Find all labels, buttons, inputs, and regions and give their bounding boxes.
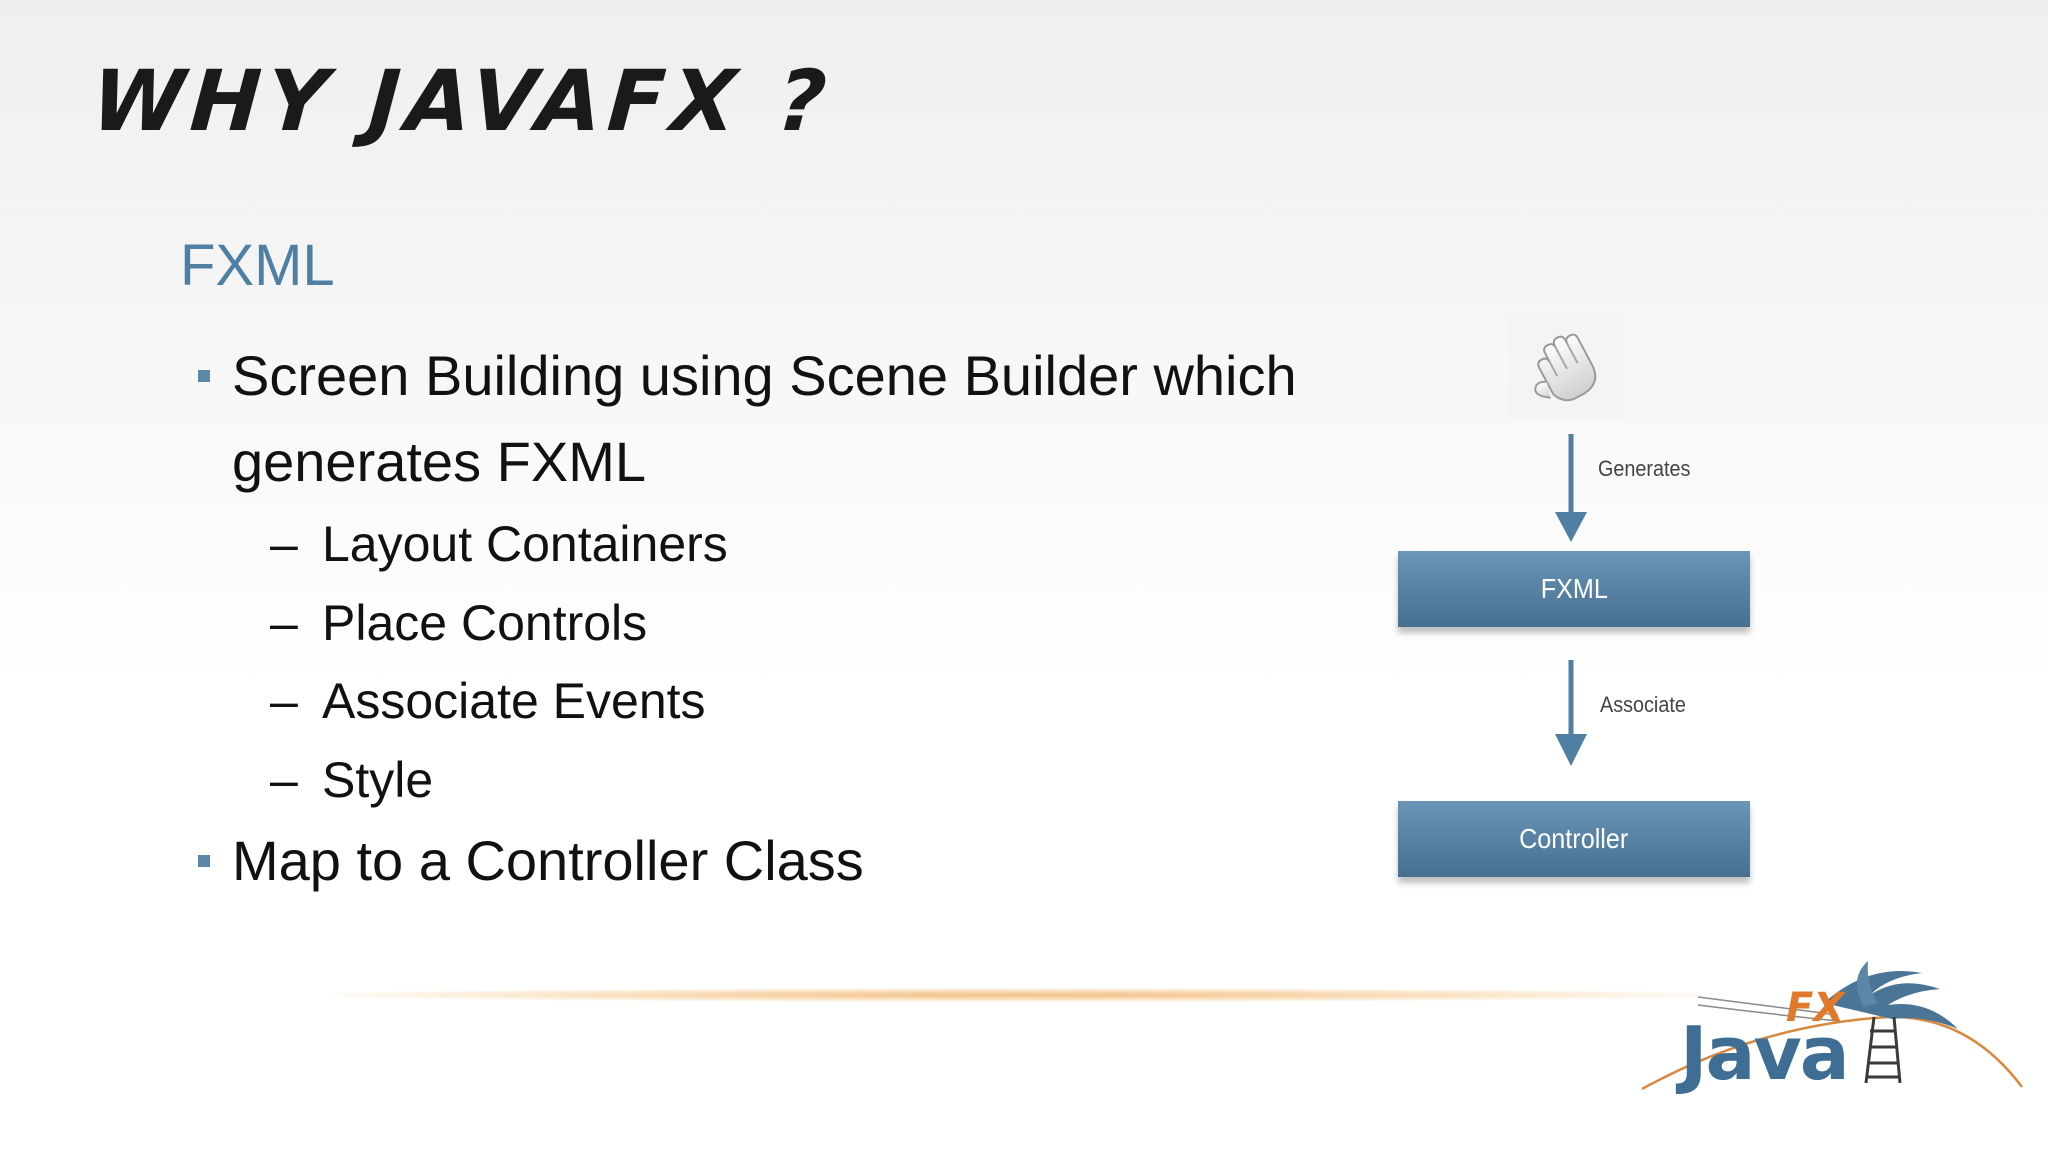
svg-text:Java: Java	[1675, 1011, 1848, 1097]
bullet-marker	[198, 855, 210, 867]
down-arrow-icon	[1555, 434, 1587, 542]
sub-bullet-dash: –	[270, 516, 298, 572]
sub-bullet-text: Style	[322, 752, 434, 808]
decorative-divider	[330, 988, 1710, 1002]
sub-bullet-text: Layout Containers	[322, 516, 728, 572]
bullet-text: generates FXML	[232, 430, 646, 493]
javafx-logo: Java FX	[1641, 961, 2023, 1097]
svg-text:FX: FX	[1786, 985, 1846, 1031]
fxml-box-label: FXML	[1540, 573, 1608, 604]
bullet-text: Screen Building using Scene Builder whic…	[232, 344, 1297, 407]
sub-bullet-dash: –	[270, 595, 298, 651]
sub-bullet-dash: –	[270, 752, 298, 808]
arrow-label: Generates	[1598, 456, 1691, 481]
sub-bullet-text: Associate Events	[322, 673, 706, 729]
down-arrow-icon	[1555, 660, 1587, 766]
controller-box-label: Controller	[1519, 823, 1629, 854]
section-heading: FXML	[180, 233, 335, 298]
fxml-box: FXML	[1398, 551, 1750, 627]
bullet-marker	[198, 370, 210, 382]
arrow-label: Associate	[1600, 692, 1686, 717]
sub-bullet-dash: –	[270, 673, 298, 729]
slide-title: WHY JAVAFX ?	[88, 52, 836, 150]
controller-box: Controller	[1398, 801, 1750, 877]
sub-bullet-text: Place Controls	[322, 595, 648, 651]
pointing-hand-icon	[1508, 315, 1624, 419]
bullet-text: Map to a Controller Class	[232, 829, 864, 892]
